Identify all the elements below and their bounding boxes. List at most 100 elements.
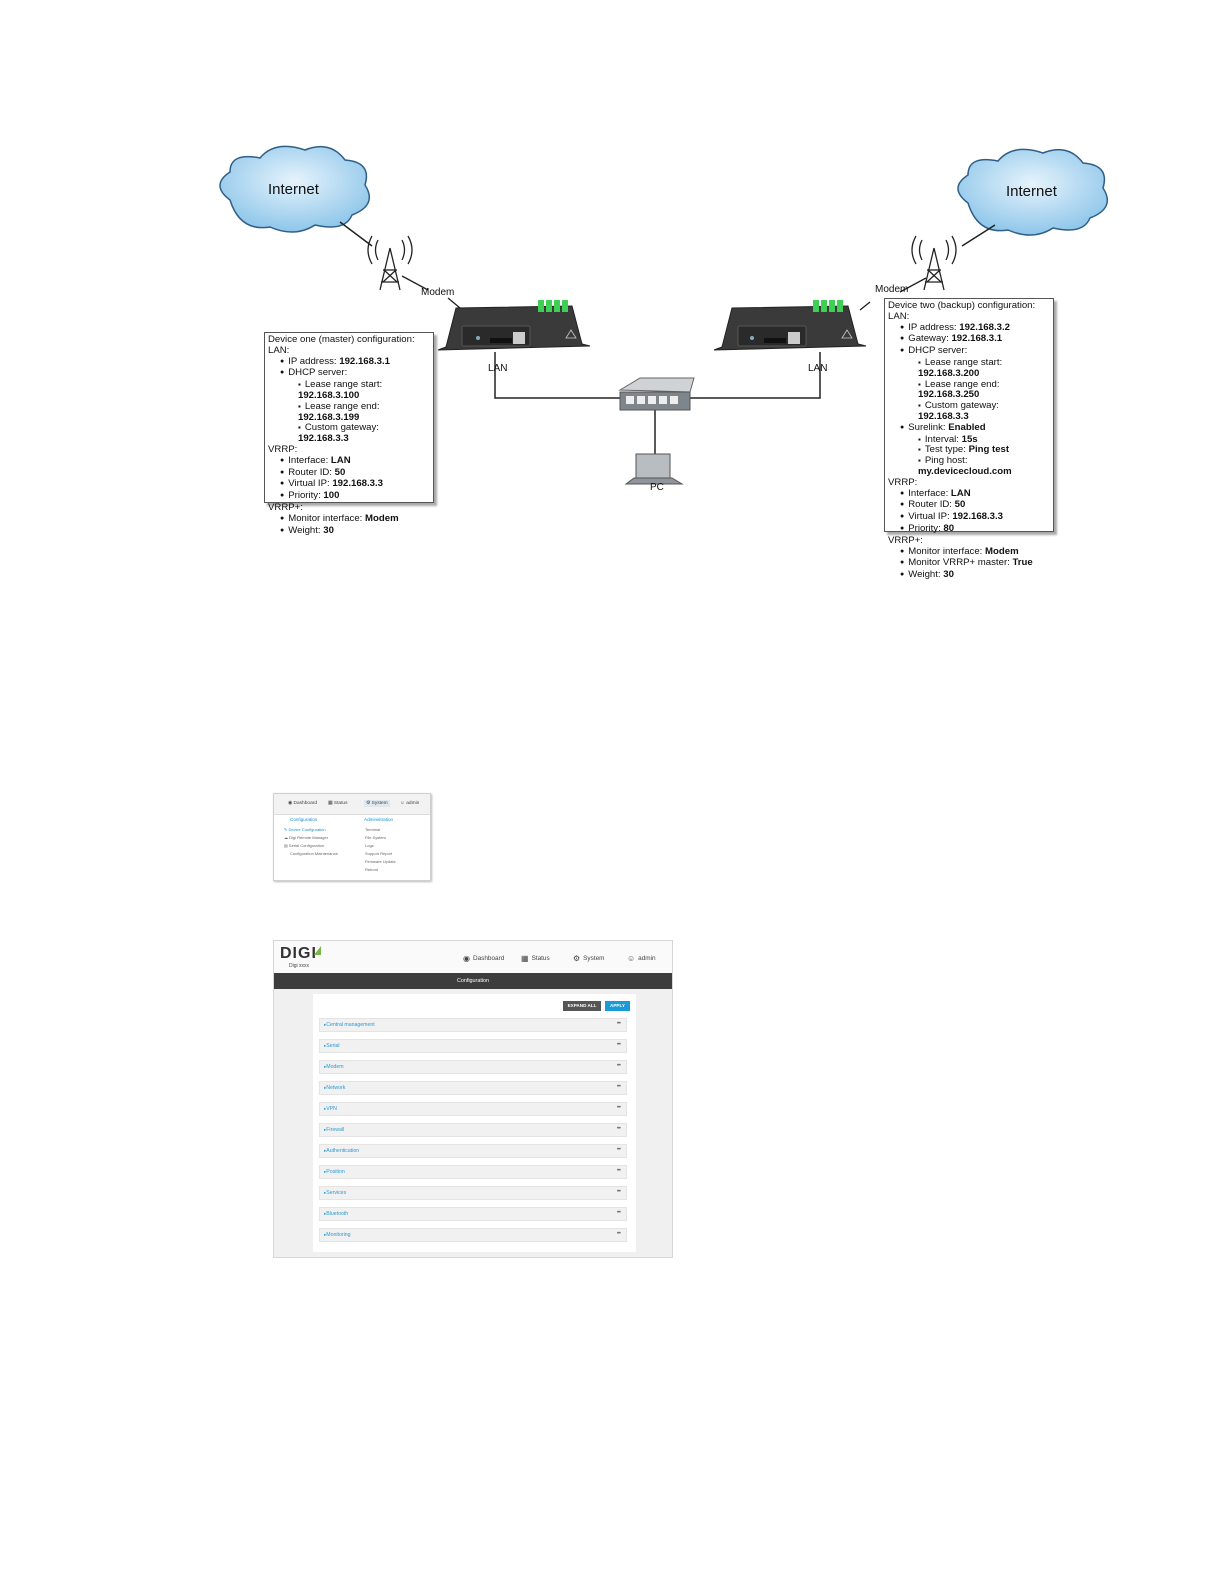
laptop-icon: [624, 453, 684, 485]
device-one-vrrp-heading: VRRP:: [268, 443, 298, 455]
cfg-label: Lease range end:: [924, 378, 1000, 390]
cfg-label: Weight:: [908, 569, 944, 581]
menu-item-support-report[interactable]: Support Report: [365, 851, 393, 856]
more-icon[interactable]: •••: [616, 1084, 621, 1090]
menu-item-label: Device Configuration: [288, 827, 326, 832]
cfg-value: 192.168.3.199: [298, 411, 360, 423]
section-services[interactable]: Services•••: [319, 1186, 627, 1200]
menu-nav-admin[interactable]: ☺ admin: [400, 801, 419, 806]
diagram-graphics: [219, 145, 1109, 485]
menu-nav-admin-label: admin: [406, 801, 420, 806]
dashboard-icon: ◉: [463, 954, 470, 963]
nav-system-label: System: [583, 955, 605, 962]
section-position[interactable]: Position•••: [319, 1165, 627, 1179]
apply-button[interactable]: APPLY: [605, 1001, 630, 1011]
more-icon[interactable]: •••: [616, 1231, 621, 1237]
cloud-icon: ☁: [284, 835, 288, 840]
expand-all-button[interactable]: EXPAND ALL: [563, 1001, 601, 1011]
nav-status[interactable]: ▦ Status: [521, 954, 550, 963]
menu-item-remote-manager[interactable]: ☁ Digi Remote Manager: [284, 835, 328, 840]
more-icon[interactable]: •••: [616, 1021, 621, 1027]
grid-icon: ▦: [521, 954, 529, 963]
section-authentication[interactable]: Authentication •••: [319, 1144, 627, 1158]
digi-logo: DIGI: [280, 945, 317, 962]
more-icon[interactable]: •••: [616, 1210, 621, 1216]
section-label: Monitoring: [324, 1232, 350, 1238]
menu-item-reboot[interactable]: Reboot: [365, 867, 378, 872]
menu-item-label: Serial Configuration: [288, 843, 325, 848]
cfg-value: 192.168.3.1: [339, 355, 390, 367]
configuration-screenshot: DIGI Digi xxxx ◉ Dashboard ▦ Status ⚙ Sy…: [273, 940, 673, 1258]
cfg-label: IP address:: [288, 355, 340, 367]
cfg-label: Interface:: [908, 487, 951, 499]
cfg-value: 192.168.3.100: [298, 389, 360, 401]
page-title: Configuration: [274, 973, 672, 989]
cfg-label: Priority:: [288, 490, 324, 502]
cfg-value: Enabled: [948, 421, 986, 433]
device-one-dhcp: DHCP server:: [268, 368, 430, 380]
cfg-value: True: [1012, 557, 1033, 569]
logo-mark-icon: [314, 946, 321, 955]
cfg-label: Lease range start:: [924, 356, 1003, 368]
menu-item-logs[interactable]: Logs: [365, 843, 374, 848]
menu-nav-status-label: Status: [333, 801, 348, 806]
device-two-dhcp: DHCP server:: [888, 345, 1050, 358]
cfg-value: 192.168.3.1: [951, 333, 1003, 345]
cfg-label: Lease range start:: [304, 379, 383, 391]
cfg-label: IP address:: [908, 321, 960, 333]
menu-item-firmware-update[interactable]: Firmware Update: [365, 859, 396, 864]
more-icon[interactable]: •••: [616, 1126, 621, 1132]
more-icon[interactable]: •••: [616, 1063, 621, 1069]
menu-item-file-system[interactable]: File System: [365, 835, 386, 840]
more-icon[interactable]: •••: [616, 1105, 621, 1111]
more-icon[interactable]: •••: [616, 1042, 621, 1048]
menu-item-serial-configuration[interactable]: ▤ Serial Configuration: [284, 843, 324, 848]
configuration-column-header: Configuration: [290, 817, 318, 822]
terminal-icon: ▤: [284, 843, 288, 848]
cfg-label: Surelink:: [908, 421, 949, 433]
more-icon[interactable]: •••: [616, 1147, 621, 1153]
cfg-value: 50: [954, 499, 966, 511]
section-firewall[interactable]: Firewall•••: [319, 1123, 627, 1137]
right-cloud-label: Internet: [1006, 183, 1057, 200]
cfg-label: Virtual IP:: [288, 478, 333, 490]
menu-item-device-configuration[interactable]: ✎ Device Configuration: [284, 827, 326, 832]
section-label: Central management: [324, 1022, 374, 1028]
cfg-value: 192.168.3.3: [918, 410, 969, 422]
cfg-value: Modem: [365, 512, 399, 524]
app-header: DIGI Digi xxxx ◉ Dashboard ▦ Status ⚙ Sy…: [274, 941, 672, 973]
section-label: Network: [324, 1085, 345, 1091]
cfg-value: 80: [943, 522, 955, 534]
section-serial[interactable]: Serial •••: [319, 1039, 627, 1053]
nav-system[interactable]: ⚙ System: [573, 954, 604, 963]
cfg-label: Ping host:: [924, 455, 968, 467]
section-monitoring[interactable]: Monitoring •••: [319, 1228, 627, 1242]
cfg-label: Interface:: [288, 454, 331, 466]
menu-nav-dashboard[interactable]: ◉ Dashboard: [288, 801, 317, 806]
menu-nav-status[interactable]: ▦ Status: [328, 801, 348, 806]
section-bluetooth[interactable]: Bluetooth•••: [319, 1207, 627, 1221]
cfg-label: Router ID:: [908, 499, 955, 511]
device-one-config: Device one (master) configuration: LAN: …: [264, 332, 434, 535]
cfg-label: Monitor interface:: [908, 545, 986, 557]
section-label: Authentication: [324, 1148, 359, 1154]
section-central-management[interactable]: Central management •••: [319, 1018, 627, 1032]
nav-dashboard[interactable]: ◉ Dashboard: [463, 954, 504, 963]
cfg-label: Interval:: [924, 433, 962, 445]
menu-item-terminal[interactable]: Terminal: [365, 827, 381, 832]
menu-item-configuration-maintenance[interactable]: Configuration Maintenance: [290, 851, 338, 856]
network-diagram: Internet Internet Modem Modem LAN LAN PC…: [0, 0, 1224, 580]
section-network[interactable]: Network •••: [319, 1081, 627, 1095]
section-label: Modem: [324, 1064, 343, 1070]
menu-nav-system[interactable]: ⚙ System: [364, 800, 390, 807]
cfg-value: Modem: [985, 545, 1019, 557]
section-vpn[interactable]: VPN•••: [319, 1102, 627, 1116]
cfg-label: Priority:: [908, 522, 944, 534]
section-label: Serial: [324, 1043, 339, 1049]
switch-icon: [618, 377, 695, 411]
nav-admin[interactable]: ☺ admin: [627, 954, 656, 963]
more-icon[interactable]: •••: [616, 1189, 621, 1195]
more-icon[interactable]: •••: [616, 1168, 621, 1174]
section-modem[interactable]: Modem •••: [319, 1060, 627, 1074]
cfg-value: 30: [323, 524, 334, 536]
